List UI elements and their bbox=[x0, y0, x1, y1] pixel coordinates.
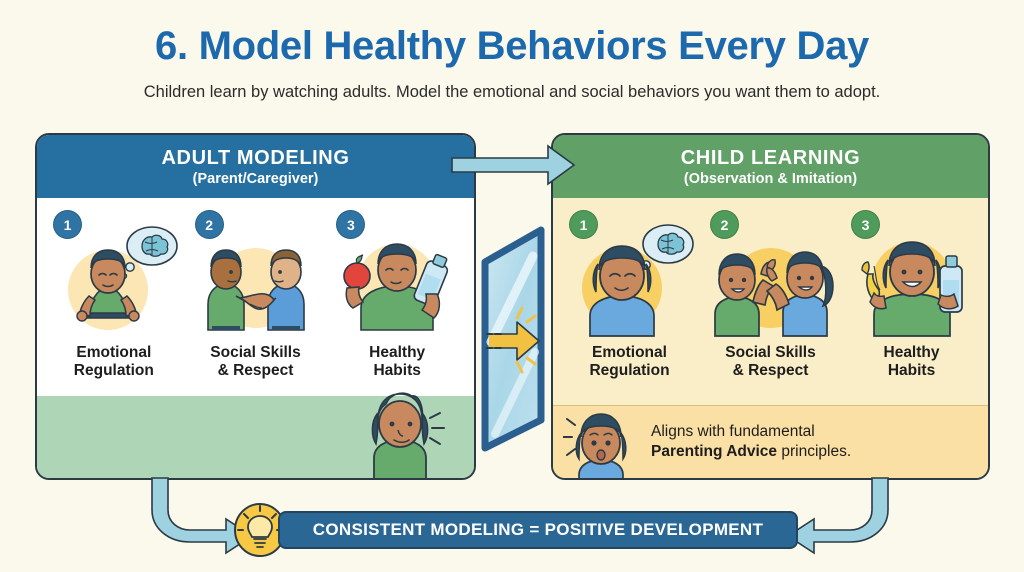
adult-cell-label: Emotional Regulation bbox=[74, 344, 154, 381]
adult-cell-social-skills[interactable]: 2 bbox=[185, 210, 327, 381]
note-line-1: Aligns with fundamental bbox=[651, 422, 815, 440]
label-line-1: Emotional bbox=[76, 344, 152, 361]
adult-modeling-cells: 1 bbox=[37, 198, 474, 381]
adult-modeling-panel: ADULT MODELING (Parent/Caregiver) 1 bbox=[35, 133, 476, 480]
mirror-glass-panel-with-reflection-arrow bbox=[481, 226, 545, 452]
label-line-2: Habits bbox=[887, 362, 936, 380]
step-badge: 1 bbox=[569, 210, 598, 239]
label-line-2: Habits bbox=[373, 362, 421, 380]
page-subtitle: Children learn by watching adults. Model… bbox=[143, 83, 881, 101]
adult-cell-label: Social Skills & Respect bbox=[210, 344, 300, 381]
label-line-2: & Respect bbox=[217, 362, 294, 380]
adult-modeling-heading: ADULT MODELING bbox=[161, 146, 350, 169]
child-cell-label: Healthy Habits bbox=[884, 344, 940, 381]
label-line-1: Healthy bbox=[369, 344, 426, 361]
label-line-2: Regulation bbox=[589, 362, 670, 380]
step-badge: 3 bbox=[336, 210, 366, 239]
label-line-2: & Respect bbox=[732, 362, 809, 380]
step-badge: 2 bbox=[194, 210, 224, 239]
child-cell-label: Emotional Regulation bbox=[589, 344, 669, 381]
child-panel-bottom-band: Aligns with fundamental Parenting Advice… bbox=[553, 405, 988, 478]
child-cell-social-skills[interactable]: 2 bbox=[700, 210, 841, 381]
adult-apple-and-water-bottle-icon bbox=[331, 218, 463, 340]
child-learning-cells: 1 bbox=[553, 198, 988, 381]
child-learning-subheading: (Observation & Imitation) bbox=[683, 170, 858, 187]
adult-modeling-header: ADULT MODELING (Parent/Caregiver) bbox=[37, 135, 474, 198]
child-cell-label: Social Skills & Respect bbox=[725, 344, 815, 381]
handshake-adults-icon bbox=[190, 218, 322, 340]
child-learning-heading: CHILD LEARNING bbox=[680, 146, 861, 169]
note-tail-text: principles. bbox=[777, 443, 852, 460]
page-title: 6. Model Healthy Behaviors Every Day bbox=[155, 24, 869, 68]
step-badge: 3 bbox=[851, 210, 880, 239]
step-badge: 2 bbox=[710, 210, 739, 239]
adult-modeling-subheading: (Parent/Caregiver) bbox=[192, 170, 319, 187]
meditating-adult-with-brain-thought-icon bbox=[48, 218, 180, 340]
adult-face-peek-icon bbox=[371, 392, 445, 478]
mirror-reflection-arrow bbox=[486, 306, 540, 374]
note-line-2: Parenting Advice principles. bbox=[651, 442, 851, 462]
children-high-five-icon bbox=[705, 218, 837, 340]
note-bold-text: Parenting Advice bbox=[651, 443, 778, 460]
child-learning-header: CHILD LEARNING (Observation & Imitation) bbox=[553, 135, 988, 198]
adult-cell-healthy-habits[interactable]: 3 bbox=[326, 210, 468, 381]
step-badge: 1 bbox=[53, 210, 82, 239]
label-line-1: Emotional bbox=[592, 344, 667, 361]
label-line-1: Healthy bbox=[883, 344, 940, 361]
child-learning-panel: CHILD LEARNING (Observation & Imitation)… bbox=[551, 133, 990, 480]
label-line-1: Social Skills bbox=[210, 344, 301, 361]
child-banana-and-water-bottle-icon bbox=[846, 218, 978, 340]
adult-cell-label: Healthy Habits bbox=[369, 344, 425, 381]
parenting-advice-note: Aligns with fundamental Parenting Advice… bbox=[651, 422, 851, 462]
label-line-1: Social Skills bbox=[725, 344, 816, 361]
adult-cell-emotional-regulation[interactable]: 1 bbox=[43, 210, 185, 381]
child-cell-healthy-habits[interactable]: 3 bbox=[841, 210, 982, 381]
bottom-banner[interactable]: CONSISTENT MODELING = POSITIVE DEVELOPME… bbox=[278, 511, 798, 549]
right-panel-to-banner-arrow bbox=[786, 477, 889, 555]
label-line-2: Regulation bbox=[73, 362, 154, 380]
adult-panel-bottom-band bbox=[37, 392, 474, 478]
surprised-child-face-icon bbox=[563, 413, 627, 478]
bottom-banner-text: CONSISTENT MODELING = POSITIVE DEVELOPME… bbox=[312, 520, 764, 539]
calm-child-with-brain-thought-icon bbox=[564, 218, 696, 340]
child-cell-emotional-regulation[interactable]: 1 bbox=[559, 210, 700, 381]
